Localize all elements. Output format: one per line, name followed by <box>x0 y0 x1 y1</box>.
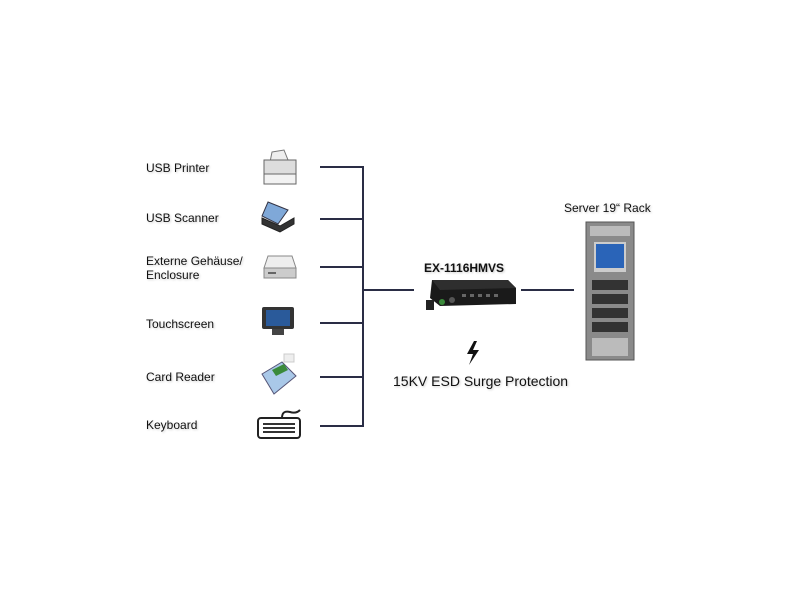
scanner-icon <box>261 201 295 233</box>
device-label-keyboard: Keyboard <box>146 418 198 432</box>
device-label-usb-printer: USB Printer <box>146 161 210 175</box>
server-label: Server 19“ Rack <box>564 201 651 215</box>
card-reader-icon <box>261 353 297 395</box>
lightning-bolt-icon <box>467 341 479 365</box>
keyboard-icon <box>257 409 301 439</box>
enclosure-label-line1: Externe Gehäuse/ <box>146 254 243 268</box>
surge-protection-label: 15KV ESD Surge Protection <box>393 373 569 389</box>
usb-hub-device-icon <box>426 280 516 310</box>
touchscreen-icon <box>262 307 294 335</box>
hard-drive-enclosure-icon <box>263 255 297 279</box>
device-label-touchscreen: Touchscreen <box>146 317 215 331</box>
device-label-card-reader: Card Reader <box>146 370 215 384</box>
enclosure-label-line2: Enclosure <box>146 268 200 282</box>
printer-icon <box>263 149 297 185</box>
device-label-enclosure: Externe Gehäuse/ Enclosure <box>146 254 243 282</box>
hub-label: EX-1116HMVS <box>424 261 505 275</box>
server-rack-icon <box>585 221 635 361</box>
device-label-usb-scanner: USB Scanner <box>146 211 219 225</box>
